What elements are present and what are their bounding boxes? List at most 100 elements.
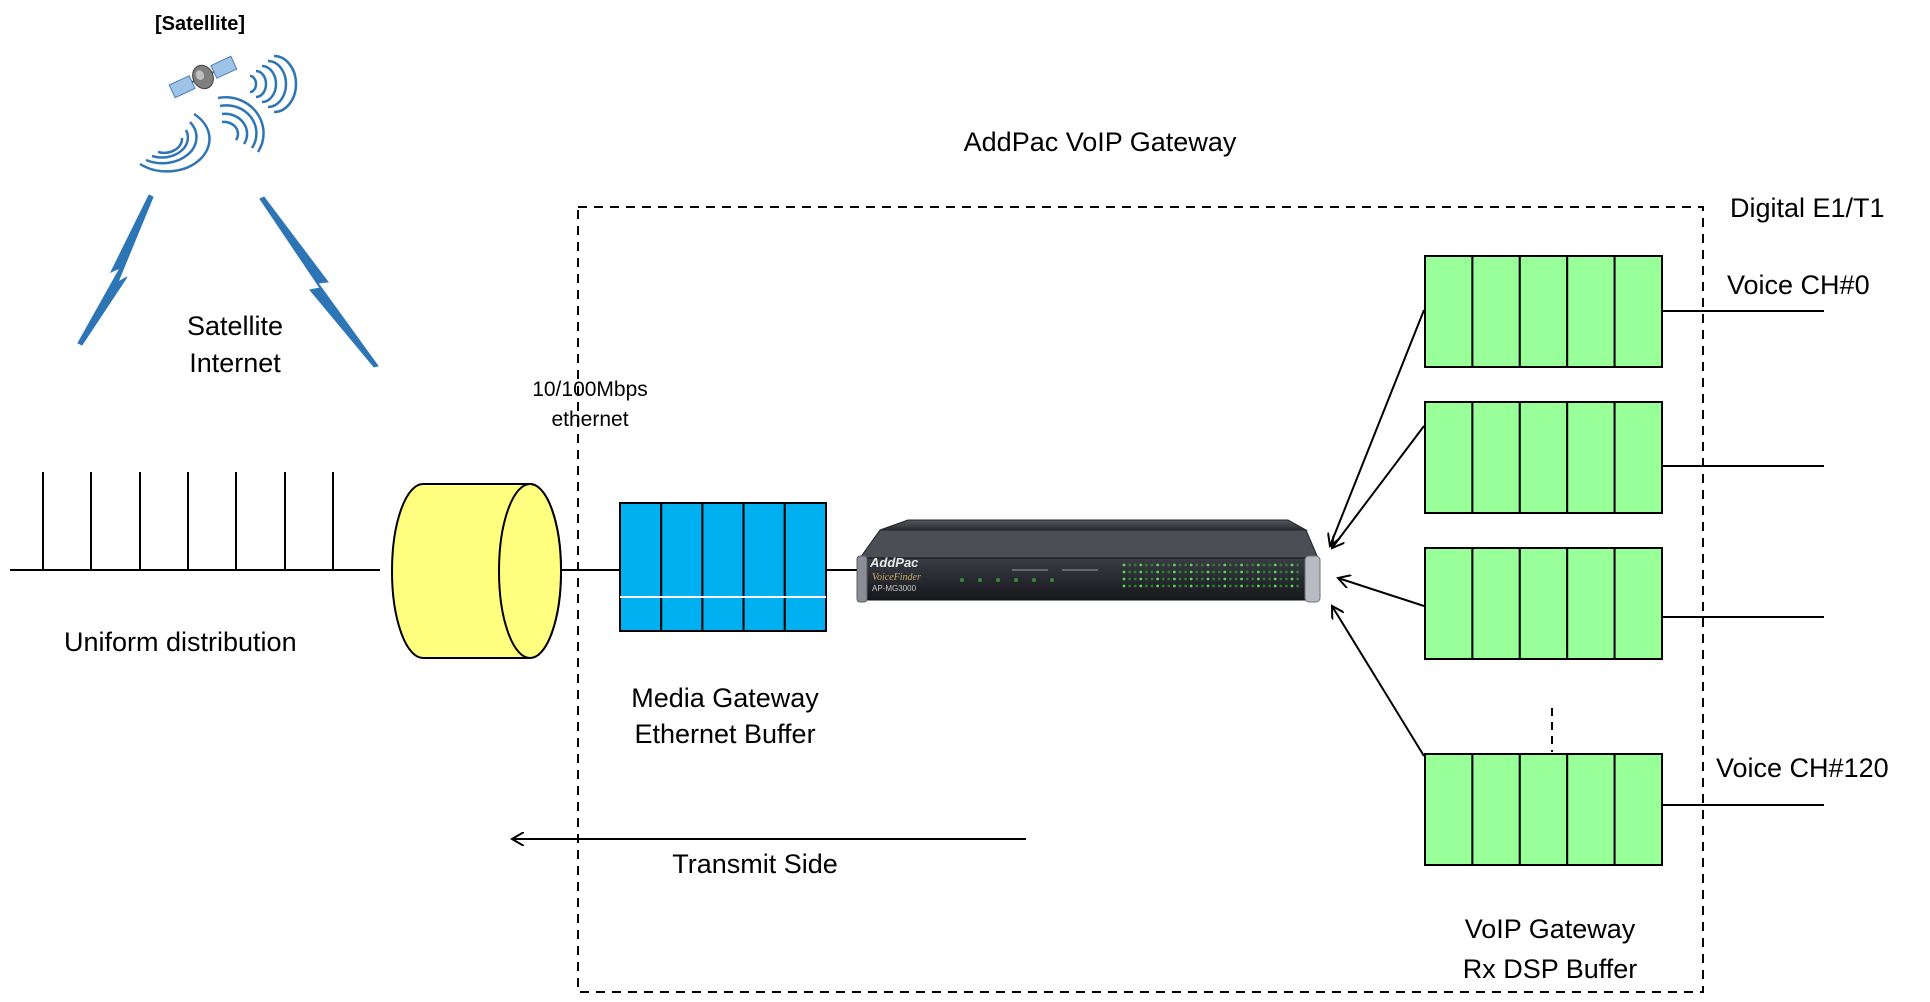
device-led-grid — [1212, 563, 1215, 567]
device-led-grid — [1240, 570, 1243, 574]
rx-dsp-buffers — [1424, 255, 1663, 866]
dsp-buffer-2-slot-5 — [1613, 401, 1663, 514]
device-led-grid — [1240, 584, 1243, 588]
arrival-distribution-label: Uniform distribution — [64, 627, 297, 657]
media-buffer-label-line1: Media Gateway — [631, 683, 819, 713]
device-led-grid — [1273, 570, 1277, 574]
device-led-left-5 — [1032, 578, 1036, 582]
device-led-grid — [1240, 563, 1243, 567]
network-link-cylinder — [391, 483, 562, 659]
device-led-grid — [1217, 584, 1221, 588]
device-led-grid — [1251, 584, 1255, 588]
device-led-grid — [1296, 577, 1299, 581]
device-led-grid — [1217, 570, 1221, 574]
satellite-header: [Satellite] — [154, 13, 246, 35]
dsp-buffer-1 — [1424, 255, 1663, 368]
dsp-buffer-3 — [1424, 547, 1663, 660]
lightning-bolt-left-icon — [77, 194, 154, 346]
device-led-grid — [1133, 563, 1137, 567]
device-led-grid — [1268, 570, 1271, 574]
device-led-grid — [1167, 584, 1171, 588]
device-led-grid — [1234, 570, 1238, 574]
device-led-grid — [1128, 570, 1131, 574]
dsp-buffer-3-slot-4 — [1566, 547, 1616, 660]
device-led-left-6 — [1050, 578, 1054, 582]
dsp-buffer-4-slot-1 — [1424, 753, 1474, 866]
device-led-grid — [1122, 563, 1126, 567]
device-led-grid — [1156, 570, 1159, 574]
device-led-grid — [1245, 570, 1249, 574]
device-led-grid — [1133, 570, 1137, 574]
dsp-buffer-1-slot-1 — [1424, 255, 1474, 368]
transmit-side-label: Transmit Side — [672, 849, 838, 879]
ethernet-buffer-slot-4 — [742, 502, 786, 632]
device-led-grid — [1201, 584, 1204, 588]
dsp-buffer-2-slot-4 — [1566, 401, 1616, 514]
device-led-grid — [1245, 563, 1249, 567]
dsp-buffer-3-slot-5 — [1613, 547, 1663, 660]
dsp-buffer-1-slot-3 — [1518, 255, 1569, 368]
device-led-grid — [1139, 584, 1143, 588]
device-led-grid — [1268, 584, 1271, 588]
device-led-grid — [1251, 577, 1255, 581]
device-led-grid — [1206, 584, 1210, 588]
device-led-grid — [1195, 570, 1199, 574]
device-led-grid — [1173, 563, 1176, 567]
device-led-grid — [1206, 570, 1210, 574]
device-led-grid — [1268, 577, 1271, 581]
device-led-grid — [1150, 563, 1154, 567]
device-led-grid — [1251, 570, 1255, 574]
device-led-grid — [1128, 563, 1131, 567]
device-led-grid — [1212, 584, 1215, 588]
ethernet-link-label-line1: 10/100Mbps — [532, 378, 648, 401]
device-led-grid — [1273, 584, 1277, 588]
device-led-grid — [1145, 563, 1148, 567]
device-led-grid — [1139, 563, 1143, 567]
media-buffer-label-line2: Ethernet Buffer — [634, 719, 816, 749]
device-led-grid — [1167, 577, 1171, 581]
satellite-internet-label-line1: Satellite — [186, 311, 284, 341]
dsp-buffer-2-slot-3 — [1518, 401, 1569, 514]
device-led-grid — [1234, 563, 1238, 567]
signal-waves-right-icon — [249, 54, 298, 114]
media-gateway-ethernet-buffer — [619, 502, 827, 632]
dsp-buffer-1-slot-4 — [1566, 255, 1616, 368]
dsp-buffer-label-line1: VoIP Gateway — [1464, 914, 1636, 944]
device-product-text: VoiceFinder — [872, 572, 921, 583]
device-led-left-4 — [1014, 578, 1018, 582]
device-led-grid — [1262, 570, 1266, 574]
device-led-grid — [1257, 584, 1260, 588]
device-led-grid — [1156, 563, 1159, 567]
device-led-grid — [1133, 584, 1137, 588]
device-led-grid — [1195, 584, 1199, 588]
gateway-boundary — [577, 206, 1704, 993]
device-led-grid — [1189, 577, 1193, 581]
device-led-grid — [1150, 577, 1154, 581]
dsp-buffer-2-slot-2 — [1471, 401, 1521, 514]
device-led-grid — [1223, 577, 1227, 581]
device-led-grid — [1257, 570, 1260, 574]
device-led-grid — [1279, 563, 1283, 567]
device-led-grid — [1296, 570, 1299, 574]
device-led-grid — [1245, 577, 1249, 581]
device-led-grid — [1122, 577, 1126, 581]
ethernet-buffer-slot-2 — [660, 502, 704, 632]
device-led-grid — [1206, 577, 1210, 581]
device-led-grid — [1245, 584, 1249, 588]
device-led-grid — [1223, 563, 1227, 567]
device-led-grid — [1290, 570, 1294, 574]
device-led-grid — [1212, 570, 1215, 574]
ethernet-link-label-line2: ethernet — [551, 408, 629, 431]
device-led-grid — [1273, 577, 1277, 581]
device-led-grid — [1279, 584, 1283, 588]
dsp-buffer-4-slot-2 — [1471, 753, 1521, 866]
dsp-buffer-4-slot-4 — [1566, 753, 1616, 866]
device-led-grid — [1139, 570, 1143, 574]
device-led-grid — [1145, 584, 1148, 588]
device-led-grid — [1206, 563, 1210, 567]
ethernet-buffer-slot-3 — [701, 502, 745, 632]
device-led-grid — [1167, 570, 1171, 574]
device-led-grid — [1173, 570, 1176, 574]
device-led-grid — [1229, 584, 1232, 588]
